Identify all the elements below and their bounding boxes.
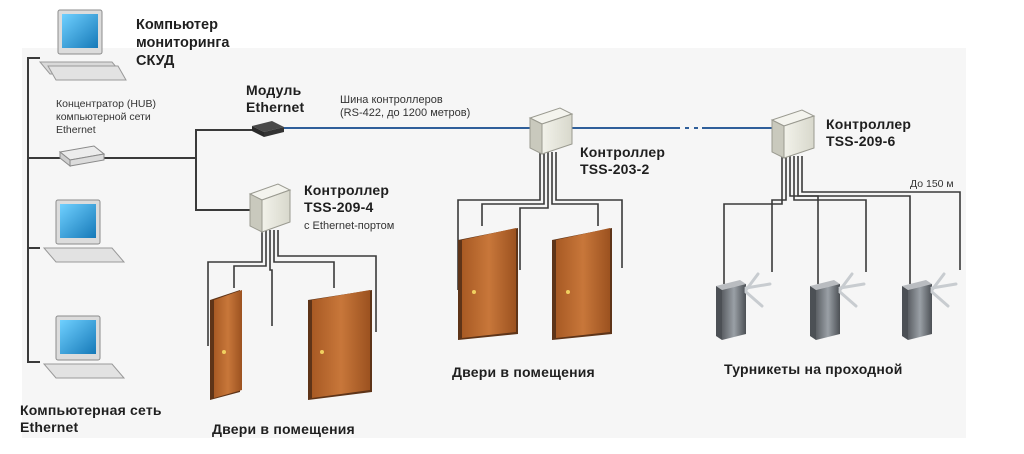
network-computer-1	[42, 199, 126, 263]
turnstile-1	[716, 272, 772, 340]
bus-label: Шина контроллеров (RS-422, до 1200 метро…	[340, 94, 470, 120]
ctrl-203-2-line2: TSS-203-2	[580, 161, 650, 177]
hub-line1: Концентратор (HUB)	[56, 98, 156, 110]
distance-label: До 150 м	[910, 178, 954, 190]
module-line2: Ethernet	[246, 99, 305, 115]
turnstile-3	[902, 272, 958, 340]
hub-device	[58, 145, 106, 168]
bus-line1: Шина контроллеров	[340, 94, 443, 106]
ethernet-module	[252, 121, 284, 137]
door-left-1	[210, 290, 242, 400]
monitoring-pc-line3: СКУД	[136, 53, 175, 69]
module-line1: Модуль	[246, 82, 302, 98]
ctrl-209-6-line2: TSS-209-6	[826, 133, 896, 149]
controller-tss-209-6-label: Контроллер TSS-209-6	[826, 116, 911, 150]
door-left-2	[308, 290, 372, 400]
network-label: Компьютерная сеть Ethernet	[20, 402, 162, 436]
hub-label: Концентратор (HUB) компьютерной сети Eth…	[56, 98, 156, 137]
ctrl-203-2-line1: Контроллер	[580, 144, 666, 160]
network-line1: Компьютерная сеть	[20, 402, 162, 418]
monitoring-pc-label: Компьютер мониторинга СКУД	[136, 16, 229, 70]
ethernet-module-label: Модуль Ethernet	[246, 82, 304, 116]
controller-tss-203-2-label: Контроллер TSS-203-2	[580, 144, 665, 178]
controller-tss-209-4	[248, 183, 292, 233]
hub-line2: компьютерной сети	[56, 111, 151, 123]
ctrl-209-4-line2: TSS-209-4	[304, 199, 374, 215]
controller-tss-209-6	[770, 109, 816, 159]
doors-center-label: Двери в помещения	[452, 364, 595, 380]
network-cables	[27, 57, 258, 363]
device-cables	[207, 152, 961, 346]
monitoring-pc-line2: мониторинга	[136, 35, 230, 51]
door-center-2	[552, 228, 612, 340]
turnstile-2	[810, 272, 866, 340]
monitoring-pc-line1: Компьютер	[136, 17, 218, 33]
controller-tss-209-4-label: Контроллер TSS-209-4	[304, 182, 389, 216]
network-computer-2	[42, 315, 126, 379]
ctrl-209-4-line1: Контроллер	[304, 182, 390, 198]
hub-line3: Ethernet	[56, 124, 96, 136]
ctrl-209-4-note: с Ethernet-портом	[304, 220, 395, 232]
doors-left-label: Двери в помещения	[212, 421, 355, 437]
network-line2: Ethernet	[20, 419, 79, 435]
ctrl-209-6-line1: Контроллер	[826, 116, 912, 132]
bus-line2: (RS-422, до 1200 метров)	[340, 107, 471, 119]
turnstiles-label: Турникеты на проходной	[724, 361, 903, 377]
door-center-1	[458, 228, 518, 340]
monitoring-computer	[38, 9, 127, 81]
controller-tss-203-2	[528, 107, 574, 155]
